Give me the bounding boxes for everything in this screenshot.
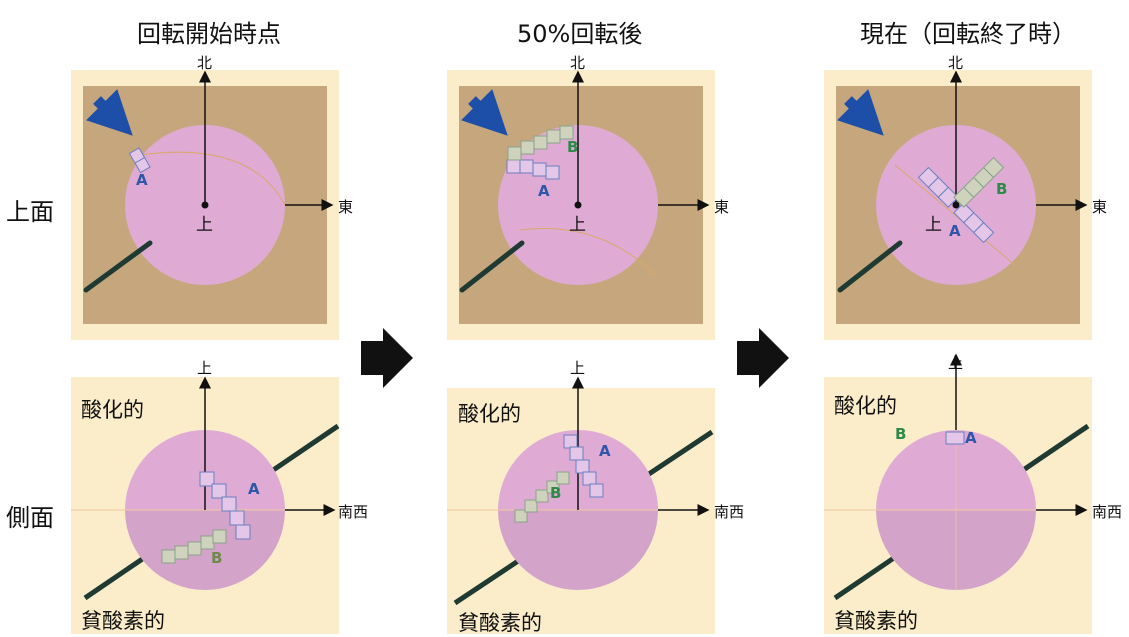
pole <box>83 240 153 293</box>
side-view-panel-now <box>824 353 1092 634</box>
east-label-1: 東 <box>338 198 354 216</box>
orbit-line <box>139 151 286 206</box>
north-label-3: 北 <box>948 54 964 72</box>
column-title-start: 回転開始時点 <box>137 20 281 48</box>
up-label-2: 上 <box>570 359 586 377</box>
southwest-label-3: 南西 <box>1092 503 1123 521</box>
orbit-line <box>894 164 1016 266</box>
anoxic-label-2: 貧酸素的 <box>458 611 542 635</box>
strand-label-a-top-3: A <box>949 222 961 240</box>
strand-label-a-top-1: A <box>136 171 148 189</box>
top-view-panel-now <box>824 70 1092 340</box>
pole <box>459 240 525 293</box>
center-up-label-2: 上 <box>569 215 586 235</box>
strand-label-b-top-2: B <box>567 138 579 156</box>
step-arrow-2 <box>737 328 789 388</box>
strand-label-b-side-3: B <box>895 425 907 443</box>
strand-label-a-top-2: A <box>538 182 550 200</box>
strand-label-b-side-2: B <box>550 484 562 502</box>
side-view-panel-start <box>71 376 340 634</box>
top-view-panel-half <box>447 70 715 340</box>
blue-direction-arrow <box>461 89 508 136</box>
strand-blocks <box>514 434 604 523</box>
up-label-1: 上 <box>197 359 213 377</box>
center-dot <box>201 201 209 209</box>
row-label-top-view: 上面 <box>6 198 54 226</box>
blue-direction-arrow <box>837 89 884 136</box>
center-up-label-1: 上 <box>196 215 213 235</box>
center-up-label-3: 上 <box>925 215 942 235</box>
center-dot <box>574 201 582 209</box>
up-label-3: 上 <box>948 354 964 372</box>
strand-blocks <box>128 147 151 174</box>
southwest-label-2: 南西 <box>714 503 745 521</box>
row-label-side-view: 側面 <box>6 504 54 532</box>
strand-blocks <box>945 431 965 445</box>
east-label-2: 東 <box>714 198 730 216</box>
southwest-label-1: 南西 <box>338 503 369 521</box>
oxidizing-label-3: 酸化的 <box>834 394 897 418</box>
step-arrow-1 <box>361 328 413 388</box>
strand-label-a-side-1: A <box>248 480 260 498</box>
top-view-panel-start <box>71 70 339 340</box>
strand-label-b-side-1: B <box>211 549 223 567</box>
sphere-lower-half <box>498 510 658 590</box>
strand-label-b-top-3: B <box>996 180 1008 198</box>
anoxic-label-3: 貧酸素的 <box>834 609 918 633</box>
anoxic-label-1: 貧酸素的 <box>81 609 165 633</box>
east-label-3: 東 <box>1092 198 1108 216</box>
center-dot <box>952 201 960 209</box>
strand-blocks-green <box>953 156 1005 208</box>
strand-blocks <box>506 125 574 180</box>
north-label-1: 北 <box>197 54 213 72</box>
pole <box>837 240 903 293</box>
north-label-2: 北 <box>570 54 586 72</box>
oxidizing-label-1: 酸化的 <box>81 398 144 422</box>
strand-label-a-side-2: A <box>599 442 611 460</box>
orbit-line <box>519 227 656 276</box>
oxidizing-label-2: 酸化的 <box>458 402 521 426</box>
blue-direction-arrow <box>86 89 133 136</box>
strand-blocks-blue <box>917 166 995 244</box>
strand-label-a-side-3: A <box>965 429 977 447</box>
side-view-panel-half <box>447 376 715 634</box>
column-title-now: 現在（回転終了時） <box>860 20 1076 48</box>
column-title-half: 50%回転後 <box>517 20 643 48</box>
strand-blocks <box>161 471 251 564</box>
